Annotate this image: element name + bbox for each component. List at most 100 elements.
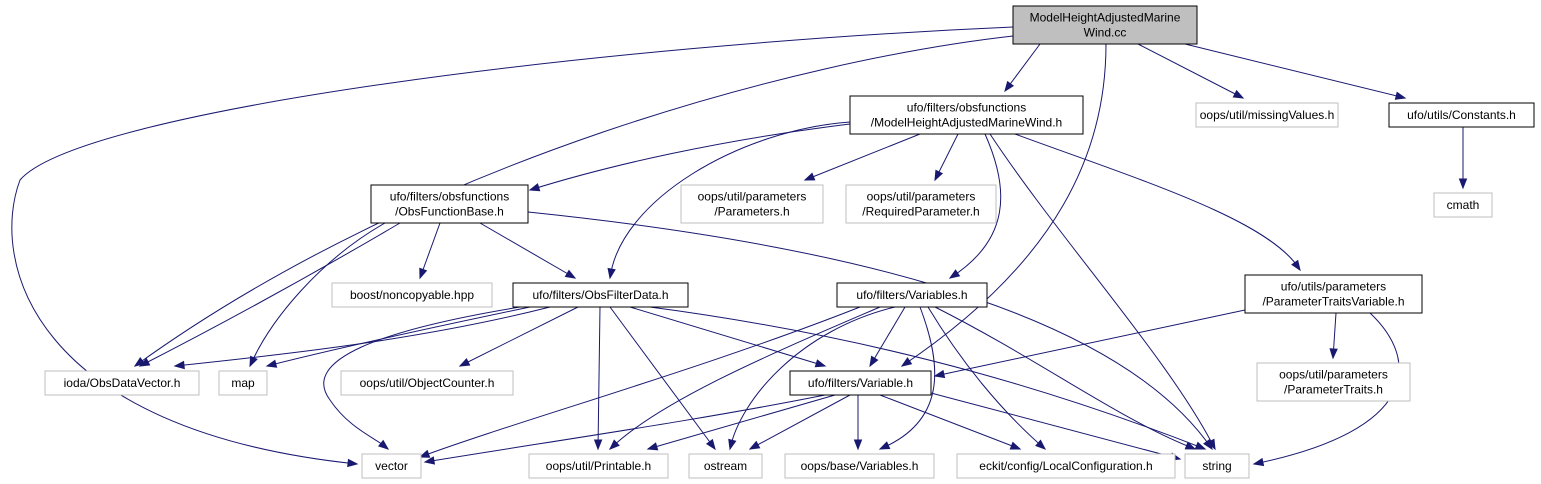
edge-line-variables_h-to-variable_h [869,306,906,367]
edge-line-variables_h-to-string [934,306,1196,450]
edge-variable_h-to-string [930,392,1182,461]
edge-arrowhead-variables_h-to-basevariables [878,441,891,450]
node-box[interactable] [1388,102,1535,128]
edge-line-mhamw_h-to-variables_h [949,133,1002,279]
edge-arrowhead-variable_h-to-vector [423,456,436,465]
edge-arrowhead-variable_h-to-basevariables [853,439,863,451]
node-label: /ObsFunctionBase.h [395,205,504,219]
edge-arrowhead-obsfilterdata-to-map [265,359,278,368]
edge-root-to-mhamw_h [1004,43,1041,93]
node-box [784,453,935,479]
edge-arrowhead-obsfilterdata-to-string [1194,441,1207,450]
node-box [528,453,669,479]
edge-root-to-constants [1184,43,1407,100]
edge-variables_h-to-printable [608,306,881,450]
edge-arrowhead-obsfunctionbase-to-string [1203,438,1213,451]
edge-obsfilterdata-to-map [265,306,531,368]
graph-nodes: ModelHeightAdjustedMarineWind.cc ufo/filt… [44,5,1535,479]
edge-paramtraitsvariable-to-variable_h [933,309,1246,379]
edge-arrowhead-variable_h-to-ostream [748,440,761,450]
edge-mhamw_h-to-string [989,133,1216,451]
node-box [1195,102,1339,128]
edge-obsfilterdata-to-variable_h [629,306,827,368]
node-requiredparameter: oops/util/parameters/RequiredParameter.h [845,184,997,224]
edge-line-root-to-constants [1184,43,1406,99]
edge-line-obsfunctionbase-to-obsdatavector [139,222,401,367]
edge-constants-to-cmath [1458,127,1468,190]
edge-variables_h-to-basevariables [878,306,936,450]
edge-line-mhamw_h-to-string [989,133,1216,450]
node-label: boost/noncopyable.hpp [350,288,474,302]
edge-arrowhead-root-to-vector [347,458,359,468]
edge-arrowhead-obsfilterdata-to-obsdatavector [173,360,185,370]
edge-arrowhead-variable_h-to-printable [646,442,659,451]
node-constants[interactable]: ufo/utils/Constants.h [1388,102,1535,128]
edge-arrowhead-obsfunctionbase-to-obsdatavector [138,357,151,367]
edge-mhamw_h-to-parameters [803,133,921,181]
node-box[interactable] [370,184,529,224]
edge-arrowhead-paramtraitsvariable-to-string [1252,457,1265,467]
node-root[interactable]: ModelHeightAdjustedMarineWind.cc [1012,5,1198,45]
node-box[interactable] [836,282,988,308]
edge-arrowhead-obsfilterdata-to-printable [593,439,603,451]
node-label: /RequiredParameter.h [862,205,979,219]
edge-line-obsfilterdata-to-variable_h [629,306,826,367]
node-box [1256,362,1411,402]
edge-mhamw_h-to-obsfunctionbase [528,123,851,192]
edge-obsfilterdata-to-ostream [609,306,716,451]
edge-line-obsfunctionbase-to-obsfilterdata [479,222,576,279]
node-ostream: ostream [688,453,763,479]
node-mhamw-h[interactable]: ufo/filters/obsfunctions/ModelHeightAdju… [849,95,1084,135]
edge-arrowhead-obsfilterdata-to-ostream [705,438,716,451]
node-label: oops/base/Variables.h [801,459,919,473]
edge-arrowhead-paramtraitsvariable-to-parametertraits [1329,348,1338,360]
edge-line-variables_h-to-ostream [729,306,896,450]
node-obsfunctionbase[interactable]: ufo/filters/obsfunctions/ObsFunctionBase… [370,184,529,224]
node-label: ufo/filters/ObsFilterData.h [532,288,668,302]
node-label: oops/util/ObjectCounter.h [360,376,495,390]
edge-arrowhead-mhamw_h-to-variables_h [948,269,961,279]
edge-arrowhead-variable_h-to-localconfiguration [1009,441,1022,450]
edge-arrowhead-variables_h-to-string [1184,441,1197,450]
node-printable: oops/util/Printable.h [528,453,669,479]
node-box [680,184,824,224]
edge-root-to-variable_h [900,43,1107,367]
edge-variable_h-to-ostream [748,394,851,450]
node-obsfilterdata[interactable]: ufo/filters/ObsFilterData.h [512,282,689,308]
node-objectcounter: oops/util/ObjectCounter.h [340,370,514,396]
edge-arrowhead-variables_h-to-printable [608,439,620,450]
node-box[interactable] [1244,274,1423,314]
edge-obsfilterdata-to-obsdatavector [173,306,551,370]
edge-variables_h-to-string [934,306,1197,450]
node-label: /ModelHeightAdjustedMarineWind.h [871,116,1062,130]
node-box [218,370,268,396]
edge-arrowhead-root-to-variable_h [900,357,913,367]
node-label: eckit/config/LocalConfiguration.h [979,459,1152,473]
edge-variable_h-to-localconfiguration [879,394,1022,450]
node-cmath: cmath [1433,192,1493,218]
node-label: ModelHeightAdjustedMarine [1030,11,1181,25]
node-variable-h[interactable]: ufo/filters/Variable.h [789,370,932,396]
node-box[interactable] [512,282,689,308]
edge-line-variables_h-to-vector [419,306,861,458]
edge-line-obsfunctionbase-to-noncopyable [419,222,441,279]
edge-line-variable_h-to-ostream [749,394,851,450]
node-box [688,453,763,479]
node-paramtraitsvariable[interactable]: ufo/utils/parameters/ParameterTraitsVari… [1244,274,1423,314]
node-box[interactable] [789,370,932,396]
graph-edges [11,26,1468,468]
edge-arrowhead-paramtraitsvariable-to-variable_h [933,369,946,379]
edge-line-root-to-missingvalues [1137,43,1244,99]
node-string: string [1184,453,1250,479]
edge-line-variable_h-to-localconfiguration [879,394,1021,450]
node-label: /ParameterTraits.h [1284,383,1383,397]
node-variables-h[interactable]: ufo/filters/Variables.h [836,282,988,308]
node-box[interactable] [1012,5,1198,45]
edge-arrowhead-obsfunctionbase-to-noncopyable [419,267,428,280]
node-box[interactable] [849,95,1084,135]
edge-variable_h-to-printable [646,394,836,451]
edge-variables_h-to-localconfiguration [927,306,1047,450]
node-label: ufo/filters/obsfunctions [390,190,509,204]
node-noncopyable: boost/noncopyable.hpp [331,282,493,308]
